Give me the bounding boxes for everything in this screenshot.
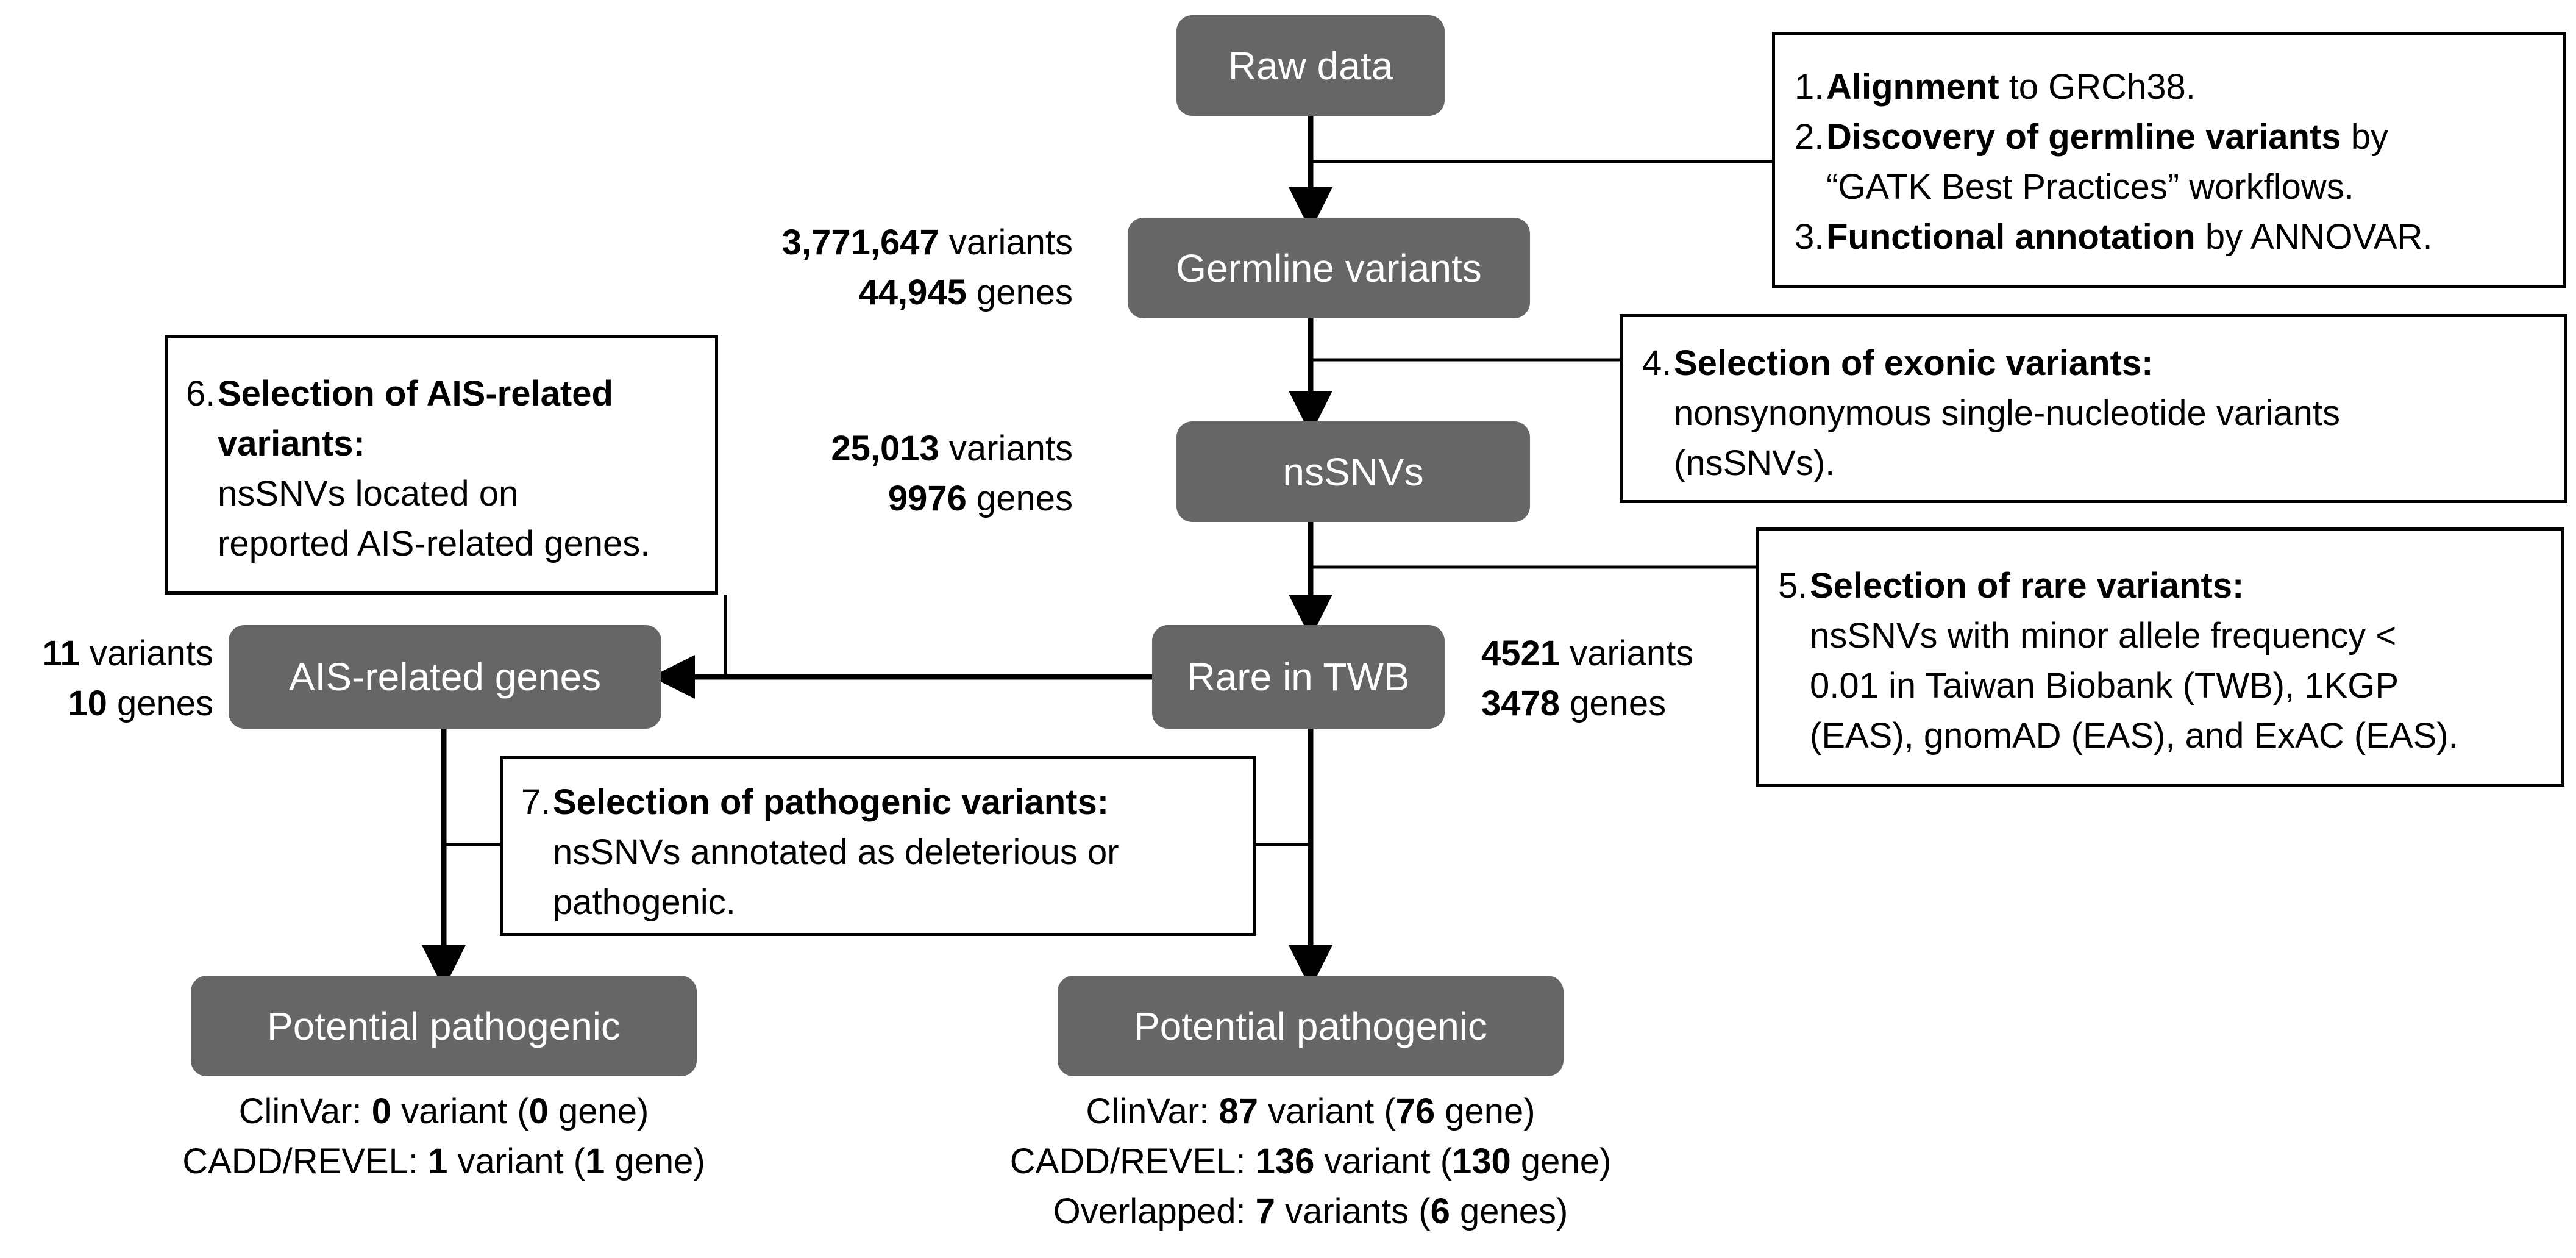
step-title: Selection of pathogenic variants: <box>553 782 1109 822</box>
step-box-1-3: 1.Alignment to GRCh38. 2.Discovery of ge… <box>1772 32 2566 288</box>
step-text: nonsynonymous single-nucleotide variants <box>1674 393 2340 433</box>
step-text: pathogenic. <box>553 882 736 922</box>
ais-counts: 11 variants 10 genes <box>42 634 213 723</box>
node-rare-in-twb: Rare in TWB <box>1152 625 1445 729</box>
node-potential-pathogenic-right: Potential pathogenic <box>1058 976 1564 1076</box>
nssnv-counts: 25,013 variants 9976 genes <box>831 429 1073 518</box>
step-text: nsSNVs located on <box>218 474 519 513</box>
result-cadd-revel: CADD/REVEL: 1 variant (1 gene) <box>182 1142 705 1181</box>
node-nssnvs: nsSNVs <box>1176 421 1530 522</box>
step-title: Selection of exonic variants: <box>1674 343 2154 383</box>
node-germline-variants: Germline variants <box>1128 218 1530 318</box>
gene-count: 44,945 <box>858 273 967 312</box>
step-text: reported AIS-related genes. <box>218 524 650 563</box>
step-text: nsSNVs with minor allele frequency < <box>1810 616 2397 656</box>
step-number: 2. <box>1795 117 1824 157</box>
step-text: to GRCh38. <box>1999 67 2196 107</box>
step-title: Functional annotation <box>1826 217 2196 257</box>
step-text: nsSNVs annotated as deleterious or <box>553 832 1119 872</box>
results-right: ClinVar: 87 variant (76 gene) CADD/REVEL… <box>945 1087 1676 1237</box>
variant-count: 11 <box>42 634 80 673</box>
step-title: Alignment <box>1826 67 1999 107</box>
rare-counts: 4521 variants 3478 genes <box>1481 634 1694 723</box>
step-box-4: 4.Selection of exonic variants: nonsynon… <box>1620 314 2567 503</box>
node-raw-data: Raw data <box>1176 15 1445 116</box>
step-title-cont: variants: <box>218 424 365 463</box>
step-title: Selection of AIS-related <box>218 374 613 413</box>
step-title: Discovery of germline variants <box>1826 117 2341 157</box>
step-text: by <box>2341 117 2388 157</box>
step-text: by ANNOVAR. <box>2195 217 2433 257</box>
variant-count: 3,771,647 <box>781 223 939 262</box>
gene-count: 10 <box>68 684 107 723</box>
step-text: (EAS), gnomAD (EAS), and ExAC (EAS). <box>1810 716 2458 756</box>
step-number: 1. <box>1795 67 1824 107</box>
variant-count: 25,013 <box>831 429 939 468</box>
node-ais-related-genes: AIS-related genes <box>229 625 661 729</box>
result-clinvar: ClinVar: 0 variant (0 gene) <box>238 1092 649 1131</box>
variant-count: 4521 <box>1481 634 1560 673</box>
step-number: 5. <box>1778 566 1808 606</box>
gene-count: 3478 <box>1481 684 1560 723</box>
result-clinvar: ClinVar: 87 variant (76 gene) <box>1086 1092 1535 1131</box>
step-number: 4. <box>1642 343 1672 383</box>
step-box-7: 7.Selection of pathogenic variants: nsSN… <box>500 756 1256 936</box>
result-cadd-revel: CADD/REVEL: 136 variant (130 gene) <box>1009 1142 1612 1181</box>
step-text: 0.01 in Taiwan Biobank (TWB), 1KGP <box>1810 666 2399 706</box>
step-number: 6. <box>186 374 216 413</box>
node-potential-pathogenic-left: Potential pathogenic <box>191 976 697 1076</box>
step-number: 7. <box>521 782 551 822</box>
step-title: Selection of rare variants: <box>1810 566 2244 606</box>
result-overlapped: Overlapped: 7 variants (6 genes) <box>1053 1192 1568 1231</box>
step-text: (nsSNVs). <box>1674 443 1835 483</box>
step-number: 3. <box>1795 217 1824 257</box>
step-box-6: 6.Selection of AIS-related variants: nsS… <box>165 335 718 595</box>
results-left: ClinVar: 0 variant (0 gene) CADD/REVEL: … <box>139 1087 749 1187</box>
germline-counts: 3,771,647 variants 44,945 genes <box>781 223 1073 312</box>
step-text: “GATK Best Practices” workflows. <box>1826 167 2354 207</box>
gene-count: 9976 <box>888 479 967 518</box>
step-box-5: 5.Selection of rare variants: nsSNVs wit… <box>1756 527 2564 787</box>
